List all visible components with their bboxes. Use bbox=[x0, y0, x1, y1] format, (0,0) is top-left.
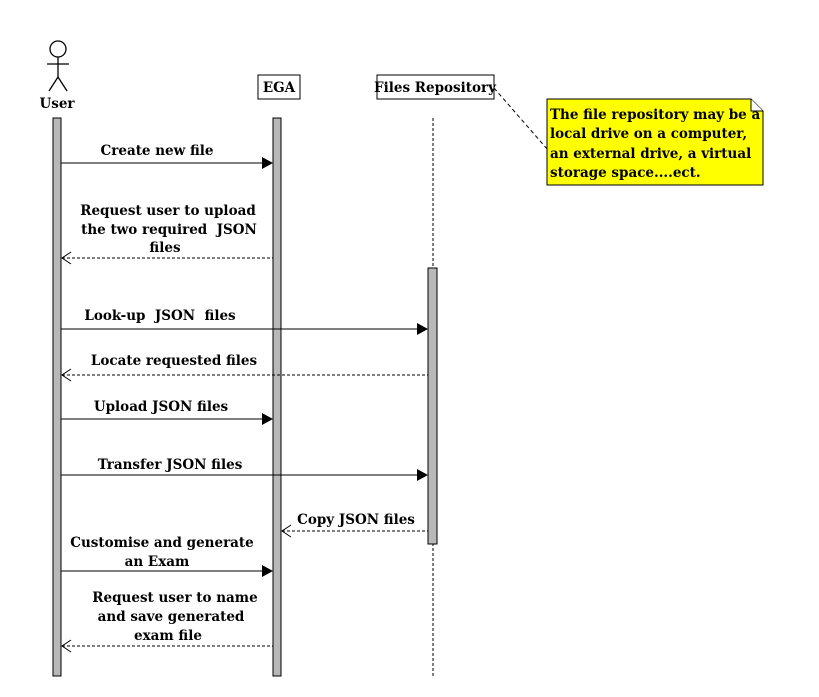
message-label-line: Customise and generate bbox=[70, 535, 254, 551]
arrowhead-solid bbox=[262, 413, 273, 425]
message-label-line: files bbox=[149, 240, 181, 256]
note-connector bbox=[493, 87, 549, 151]
message-lookup-json: Look-up JSON files bbox=[61, 308, 428, 335]
message-label-line: Copy JSON files bbox=[297, 512, 415, 528]
arrowhead-solid bbox=[262, 565, 273, 577]
message-label-line: and save generated bbox=[98, 609, 245, 625]
repo-activation-bar bbox=[427, 267, 438, 545]
message-request-upload: Request user to upload the two required … bbox=[61, 203, 273, 265]
message-label-line: an Exam bbox=[125, 554, 190, 570]
repo-actor-label: Files Repository bbox=[374, 80, 497, 96]
message-create-new-file: Create new file bbox=[61, 143, 273, 169]
message-label-line: Transfer JSON files bbox=[98, 457, 243, 473]
user-actor-label: User bbox=[39, 96, 75, 112]
ega-actor-box bbox=[257, 74, 301, 100]
arrowhead-open bbox=[281, 524, 292, 538]
note-body bbox=[546, 98, 764, 186]
arrowhead-solid bbox=[417, 323, 428, 335]
arrowhead-solid bbox=[417, 469, 428, 481]
message-upload-json: Upload JSON files bbox=[61, 399, 273, 425]
message-label-line: Look-up JSON files bbox=[84, 308, 236, 324]
note-line-2: local drive on a computer, bbox=[550, 126, 747, 142]
repo-actor-box bbox=[376, 74, 495, 100]
message-generate-exam: Customise and generate an Exam bbox=[61, 535, 273, 577]
user-activation-bar bbox=[52, 117, 62, 677]
user-actor bbox=[47, 40, 69, 92]
user-actor-head bbox=[49, 40, 67, 58]
message-label-line: Request user to upload bbox=[80, 203, 256, 219]
message-copy-json: Copy JSON files bbox=[281, 512, 428, 538]
repository-note: The file repository may be a local drive… bbox=[546, 98, 764, 186]
message-label-line: Request user to name bbox=[92, 590, 257, 606]
note-fold bbox=[750, 99, 763, 112]
arrowhead-open bbox=[61, 368, 72, 382]
message-label-line: Create new file bbox=[101, 143, 214, 159]
message-label-line: exam file bbox=[134, 628, 202, 644]
message-label-line: the two required JSON bbox=[81, 222, 257, 238]
message-locate-files: Locate requested files bbox=[61, 353, 428, 382]
note-line-4: storage space....ect. bbox=[550, 165, 701, 181]
message-transfer-json: Transfer JSON files bbox=[61, 457, 428, 481]
arrowhead-open bbox=[61, 639, 72, 653]
note-line-1: The file repository may be a bbox=[550, 107, 760, 123]
note-line-3: an external drive, a virtual bbox=[550, 146, 751, 162]
arrowhead-open bbox=[61, 251, 72, 265]
ega-actor-label: EGA bbox=[263, 80, 296, 96]
message-label-line: Locate requested files bbox=[91, 353, 258, 369]
message-label-line: Upload JSON files bbox=[94, 399, 229, 415]
message-request-save: Request user to name and save generated … bbox=[61, 590, 273, 653]
arrowhead-solid bbox=[262, 157, 273, 169]
ega-activation-bar bbox=[272, 117, 282, 677]
